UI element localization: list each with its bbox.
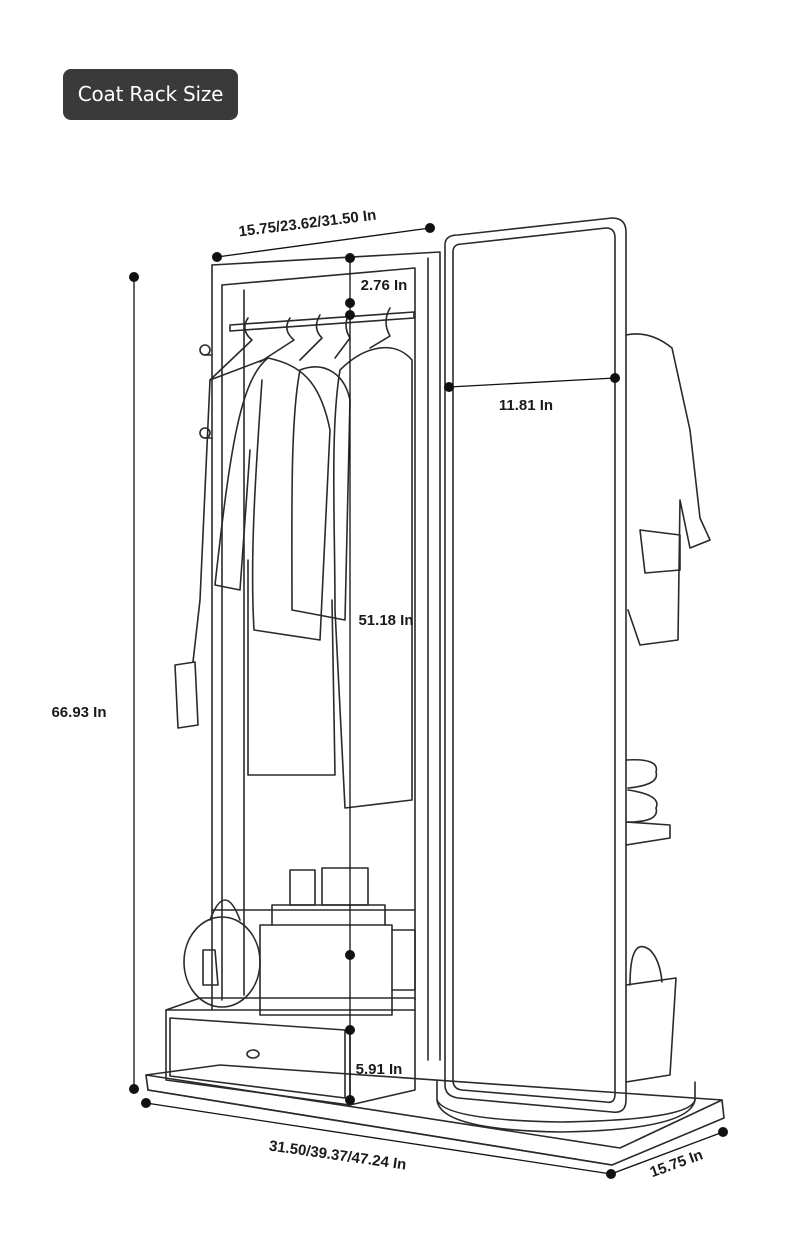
- back-shelf: [625, 758, 671, 846]
- hanging-height-label: 51.18 In: [358, 612, 413, 629]
- rack-frame: [199, 251, 441, 1061]
- base-length-label: 31.50/39.37/47.24 In: [268, 1137, 407, 1173]
- storage-boxes: [259, 867, 416, 1016]
- top-gap-label: 2.76 In: [361, 277, 408, 294]
- back-basket: [625, 945, 677, 1083]
- base-depth-label: 15.75 In: [648, 1146, 706, 1181]
- hanging-coats: [174, 307, 413, 809]
- mirror-width-label: 11.81 In: [499, 397, 553, 414]
- dimension-points: [129, 223, 728, 1179]
- drawer-box: [165, 997, 416, 1106]
- mirror-panel: [444, 217, 627, 1114]
- drawer-height-label: 5.91 In: [356, 1061, 403, 1078]
- top-width-label: 15.75/23.62/31.50 In: [238, 207, 377, 241]
- page-title: Coat Rack Size: [63, 69, 238, 120]
- rotating-base: [436, 1079, 696, 1133]
- total-height-label: 66.93 In: [51, 704, 106, 721]
- back-shirt: [625, 333, 711, 646]
